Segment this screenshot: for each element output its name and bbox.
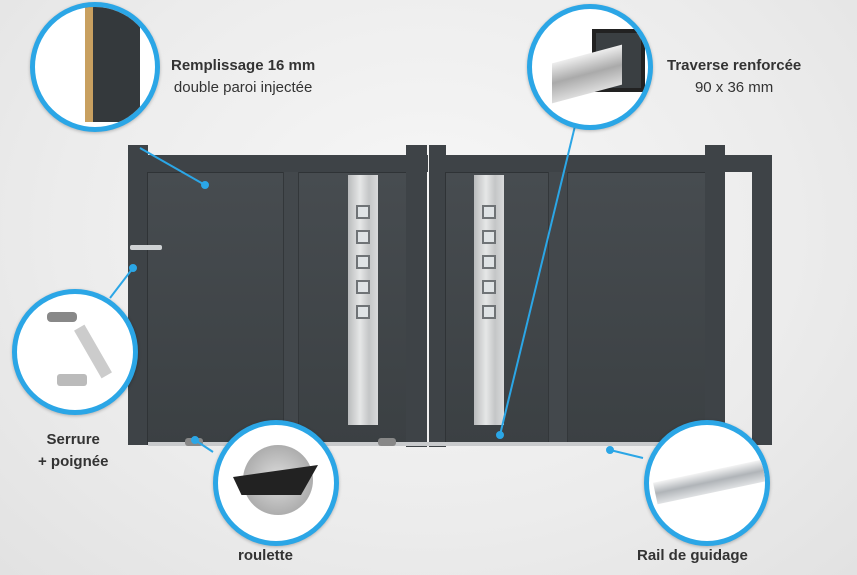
- filling-subtitle: double paroi injectée: [173, 79, 313, 96]
- wheel-title: roulette: [238, 547, 294, 564]
- filling-label: Remplissage 16 mm double paroi injectée: [171, 55, 315, 99]
- lock-label: Serrure + poignée: [38, 429, 108, 473]
- lock-detail-circle: [12, 289, 138, 415]
- filling-title: Remplissage 16 mm: [171, 57, 316, 74]
- inox-strip-right: [474, 175, 504, 425]
- lock-title: Serrure: [46, 431, 100, 448]
- rail-beam-title: Traverse renforcée: [667, 57, 802, 74]
- guide-rail-detail-circle: [644, 420, 770, 546]
- rail-beam-detail-circle: [527, 4, 653, 130]
- lock-subtitle: + poignée: [38, 453, 109, 470]
- handle-icon: [130, 245, 162, 250]
- guide-rail-title: Rail de guidage: [637, 547, 748, 564]
- inox-strip-left: [348, 175, 378, 425]
- rail-beam-label: Traverse renforcée 90 x 36 mm: [667, 55, 801, 99]
- rail-beam-subtitle: 90 x 36 mm: [694, 79, 774, 96]
- guide-rail-label: Rail de guidage: [637, 545, 748, 567]
- wheel-label: roulette: [238, 545, 293, 567]
- wheel-detail-circle: [213, 420, 339, 546]
- filling-detail-circle: [30, 2, 160, 132]
